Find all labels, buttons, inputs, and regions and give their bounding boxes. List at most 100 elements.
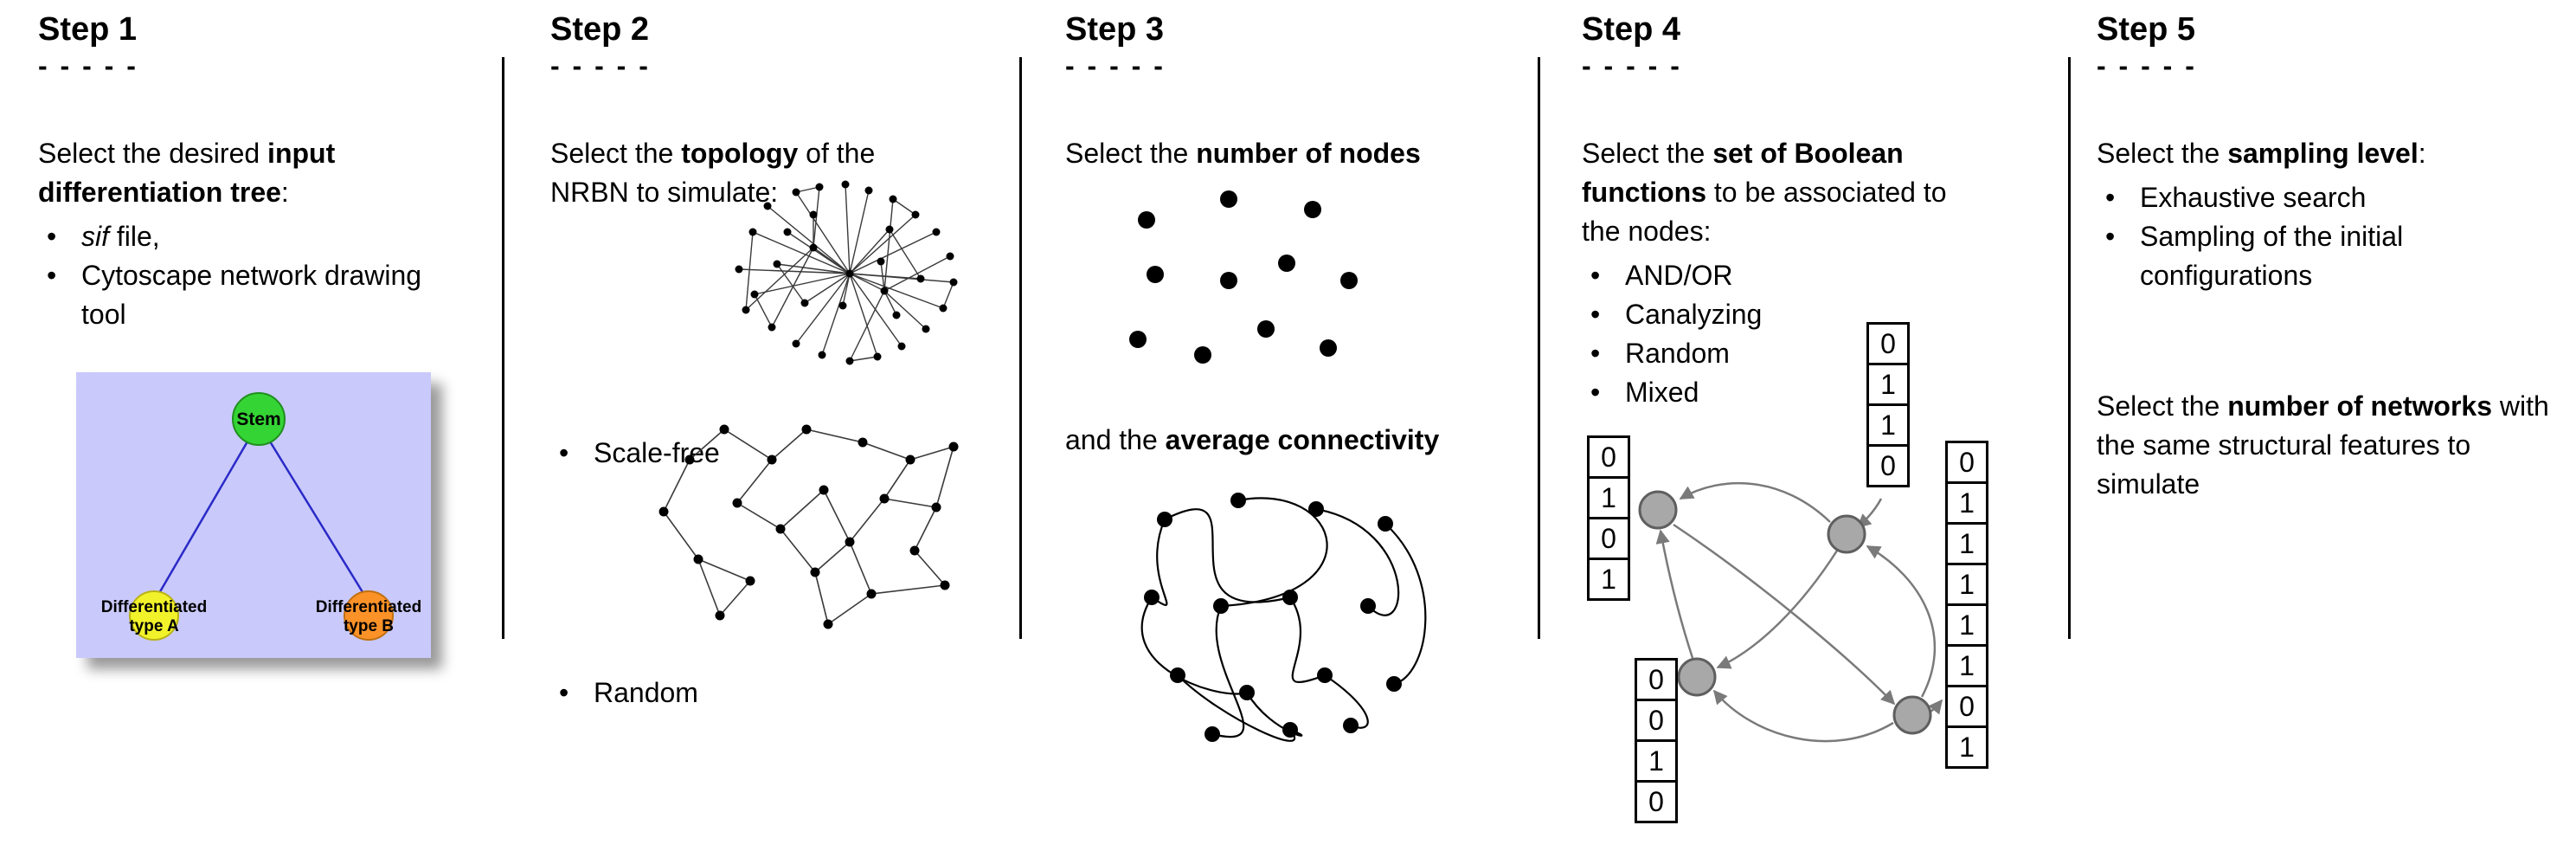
- boolean-network-image: [1638, 481, 1943, 743]
- step-3-title: Step 3: [1065, 11, 1165, 48]
- text-segment-italic: sif: [81, 221, 109, 252]
- truth-table-cell: 1: [1587, 558, 1630, 601]
- dashed-separator: - - - - -: [550, 50, 651, 81]
- truth-table-cell: 0: [1866, 444, 1910, 487]
- text-segment: Select the desired: [38, 138, 268, 169]
- text-segment: Select the: [1582, 138, 1713, 169]
- text-segment-bold: topology: [681, 138, 799, 169]
- step-3-instruction-nodes: Select the number of nodes: [1065, 134, 1532, 173]
- leaf-a-label: type A: [129, 617, 179, 635]
- text-segment: Random: [1625, 338, 1730, 369]
- truth-table-cell: 0: [1635, 780, 1678, 823]
- list-item: Scale-free: [550, 434, 741, 473]
- list-item: Cytoscape network drawing tool: [38, 256, 453, 334]
- text-segment: Select the: [2097, 138, 2228, 169]
- text-segment: :: [280, 177, 289, 208]
- step-4-column: Step 4 - - - - - Select the set of Boole…: [1582, 0, 2068, 851]
- truth-table-cell: 1: [1945, 563, 1988, 606]
- dashed-separator: - - - - -: [1065, 50, 1166, 81]
- truth-table-cell: 1: [1635, 739, 1678, 783]
- leaf-a-label: Differentiated: [101, 598, 207, 616]
- truth-table-cell: 0: [1635, 658, 1678, 701]
- text-segment: Canalyzing: [1625, 299, 1763, 330]
- truth-table-cell: 1: [1866, 403, 1910, 447]
- leaf-a-node: [129, 590, 179, 641]
- list-item: sif file,: [38, 217, 453, 256]
- truth-table-right: 0 1 1 1 1 1 0 1: [1945, 441, 1988, 769]
- list-item: Random: [1582, 334, 1841, 373]
- stem-label: Stem: [236, 409, 280, 429]
- truth-table-cell: 0: [1945, 685, 1988, 728]
- truth-table-bottom-left: 0 0 1 0: [1635, 658, 1678, 823]
- random-network-image: [658, 424, 959, 629]
- boolean-network-figure: 0 1 1 0 0 1 0 1 0 0 1 0 0 1 1 1: [1584, 320, 2068, 851]
- leaf-b-label: Differentiated: [316, 598, 421, 616]
- text-segment: Scale-free: [594, 437, 720, 468]
- step-2-options: Scale-free Random: [550, 217, 1018, 712]
- truth-table-cell: 1: [1945, 481, 1988, 525]
- text-segment-bold: input differentiation tree: [38, 138, 336, 208]
- column-divider: [1019, 57, 1022, 639]
- column-divider: [1538, 57, 1540, 639]
- step-2-column: Step 2 - - - - - Select the topology of …: [550, 0, 1018, 851]
- truth-table-cell: 0: [1587, 435, 1630, 479]
- list-item: Random: [550, 674, 741, 712]
- step-1-column: Step 1 - - - - - Select the desired inpu…: [38, 0, 488, 851]
- network-node: [1677, 657, 1717, 697]
- list-item: Exhaustive search: [2097, 178, 2460, 217]
- text-segment-bold: set of Boolean functions: [1582, 138, 1904, 208]
- column-divider: [502, 57, 504, 639]
- dashed-separator: - - - - -: [1582, 50, 1682, 81]
- truth-table-cell: 0: [1945, 441, 1988, 484]
- text-segment: Cytoscape network drawing tool: [81, 260, 422, 330]
- network-node: [1892, 695, 1932, 735]
- text-segment: to be associated to the nodes:: [1582, 177, 1947, 247]
- step-5-title: Step 5: [2097, 11, 2196, 48]
- step-1-instruction: Select the desired input differentiation…: [38, 134, 453, 212]
- truth-table-cell: 0: [1866, 322, 1910, 365]
- tree-edges: [154, 441, 369, 600]
- step-3-column: Step 3 - - - - - Select the number of no…: [1065, 0, 1532, 851]
- step-5-column: Step 5 - - - - - Select the sampling lev…: [2097, 0, 2573, 851]
- step-4-title: Step 4: [1582, 11, 1681, 48]
- step-2-title: Step 2: [550, 11, 650, 48]
- stem-node: [232, 392, 286, 446]
- list-item: Mixed: [1582, 373, 1841, 412]
- text-segment: of the NRBN to simulate:: [550, 138, 876, 208]
- dashed-separator: - - - - -: [38, 50, 138, 81]
- text-segment: Sampling of the initial configurations: [2140, 221, 2404, 291]
- text-segment: file,: [109, 221, 160, 252]
- step-3-instruction-connectivity: and the average connectivity: [1065, 421, 1532, 460]
- differentiation-tree-image: Stem Differentiated type A Differentiate…: [76, 372, 431, 658]
- step-4-instruction: Select the set of Boolean functions to b…: [1582, 134, 1971, 251]
- text-segment: Mixed: [1625, 377, 1699, 408]
- step-5-instruction-sampling: Select the sampling level:: [2097, 134, 2503, 173]
- list-item: Sampling of the initial configurations: [2097, 217, 2460, 295]
- text-segment: Select the: [550, 138, 682, 169]
- text-segment-bold: number of nodes: [1196, 138, 1421, 169]
- text-segment: Exhaustive search: [2140, 182, 2367, 213]
- network-node: [1827, 514, 1866, 554]
- text-segment-bold: number of networks: [2227, 390, 2493, 422]
- text-segment: Random: [594, 677, 698, 708]
- truth-table-left: 0 1 0 1: [1587, 435, 1630, 601]
- step-5-instruction-networks: Select the number of networks with the s…: [2097, 387, 2576, 504]
- text-segment: :: [2418, 138, 2426, 169]
- step-1-options: sif file, Cytoscape network drawing tool: [38, 217, 453, 334]
- text-segment: Select the: [2097, 390, 2228, 422]
- dashed-separator: - - - - -: [2097, 50, 2197, 81]
- step-1-title: Step 1: [38, 11, 138, 48]
- truth-table-cell: 0: [1587, 517, 1630, 560]
- text-segment: with the same structural features to sim…: [2097, 390, 2549, 500]
- step-5-options: Exhaustive search Sampling of the initia…: [2097, 178, 2460, 295]
- truth-table-cell: 1: [1866, 363, 1910, 406]
- text-segment-bold: average connectivity: [1165, 424, 1440, 455]
- step-2-instruction: Select the topology of the NRBN to simul…: [550, 134, 922, 212]
- text-segment: and the: [1065, 424, 1166, 455]
- truth-table-cell: 1: [1945, 644, 1988, 687]
- truth-table-cell: 1: [1587, 476, 1630, 519]
- step-4-options: AND/OR Canalyzing Random Mixed: [1582, 256, 1841, 412]
- scale-free-network-image: [735, 180, 958, 365]
- text-segment-bold: sampling level: [2227, 138, 2419, 169]
